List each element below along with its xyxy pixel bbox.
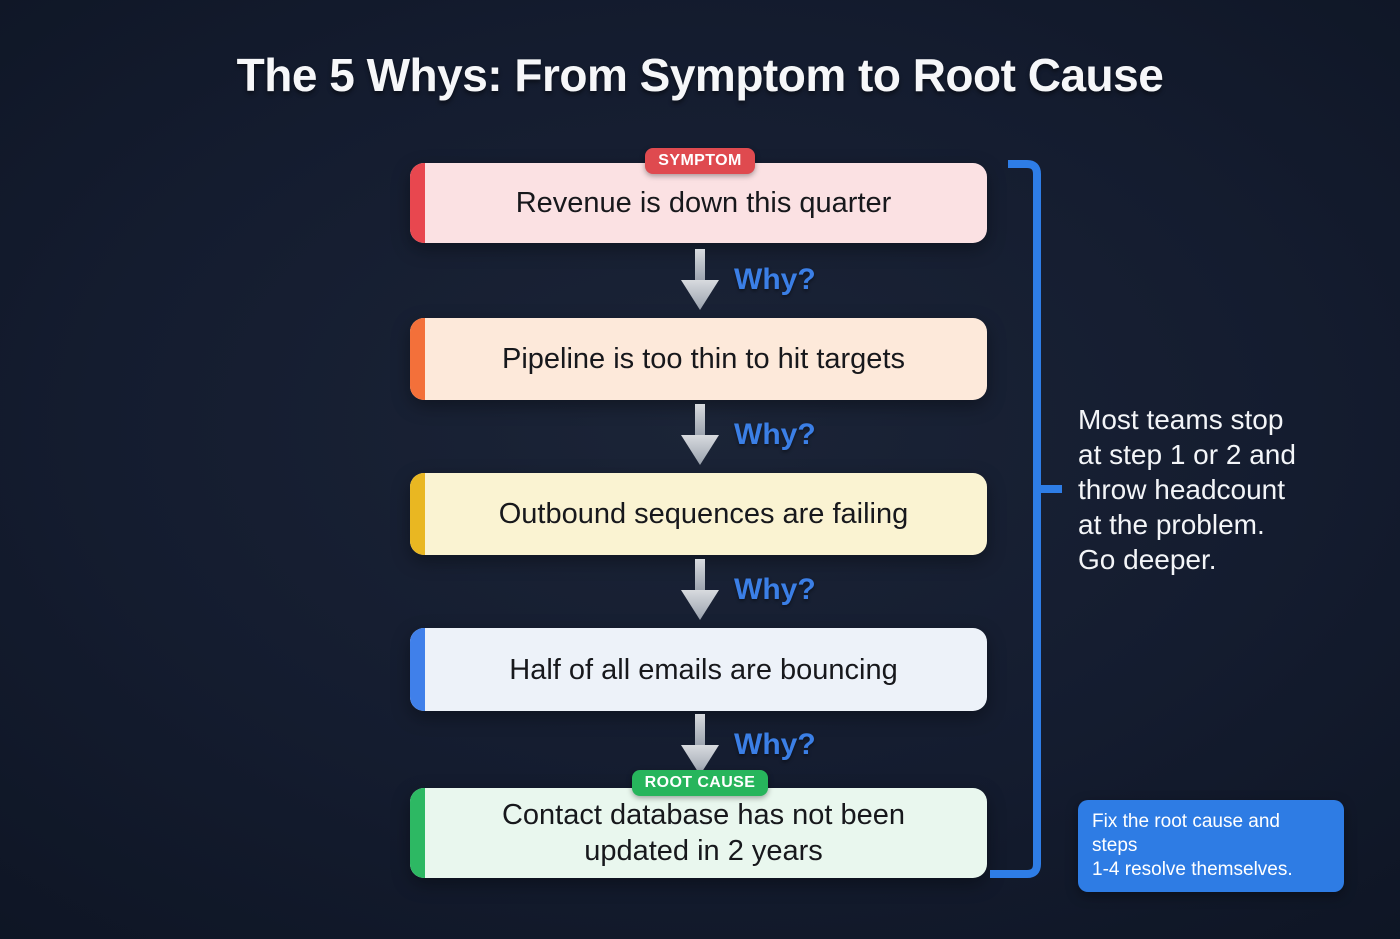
step-text: Pipeline is too thin to hit targets [501,343,905,375]
bracket-shape [990,160,1062,878]
why-label-1: Why? [734,263,816,296]
step-accent-strip [410,473,425,555]
step-accent-strip [410,318,425,400]
step-text: Revenue is down this quarter [515,187,892,219]
page-title: The 5 Whys: From Symptom to Root Cause [236,49,1164,101]
step-accent-strip [410,788,425,878]
symptom-badge: SYMPTOM [645,148,755,174]
down-arrow-icon [681,559,719,620]
step-box-root-cause: Contact database has not been updated in… [410,788,987,878]
down-arrow-icon [681,714,719,775]
why-label-4: Why? [734,728,816,761]
side-note-text: Most teams stop at step 1 or 2 and throw… [1078,404,1296,575]
step-box-2: Pipeline is too thin to hit targets [410,318,987,400]
step-box-symptom: Revenue is down this quarter [410,163,987,243]
why-label-3: Why? [734,573,816,606]
step-accent-strip [410,628,425,711]
root-cause-badge: ROOT CAUSE [631,770,769,796]
step-text: Outbound sequences are failing [498,498,909,530]
step-box-3: Outbound sequences are failing [410,473,987,555]
down-arrow-icon [681,249,719,310]
down-arrow-icon [681,404,719,465]
step-box-4: Half of all emails are bouncing [410,628,987,711]
step-text: Half of all emails are bouncing [509,653,898,686]
step-text: Contact database has not been updated in… [501,799,906,867]
step-accent-strip [410,163,425,243]
why-label-2: Why? [734,418,816,451]
root-cause-callout: Fix the root cause and steps 1-4 resolve… [1078,800,1344,892]
